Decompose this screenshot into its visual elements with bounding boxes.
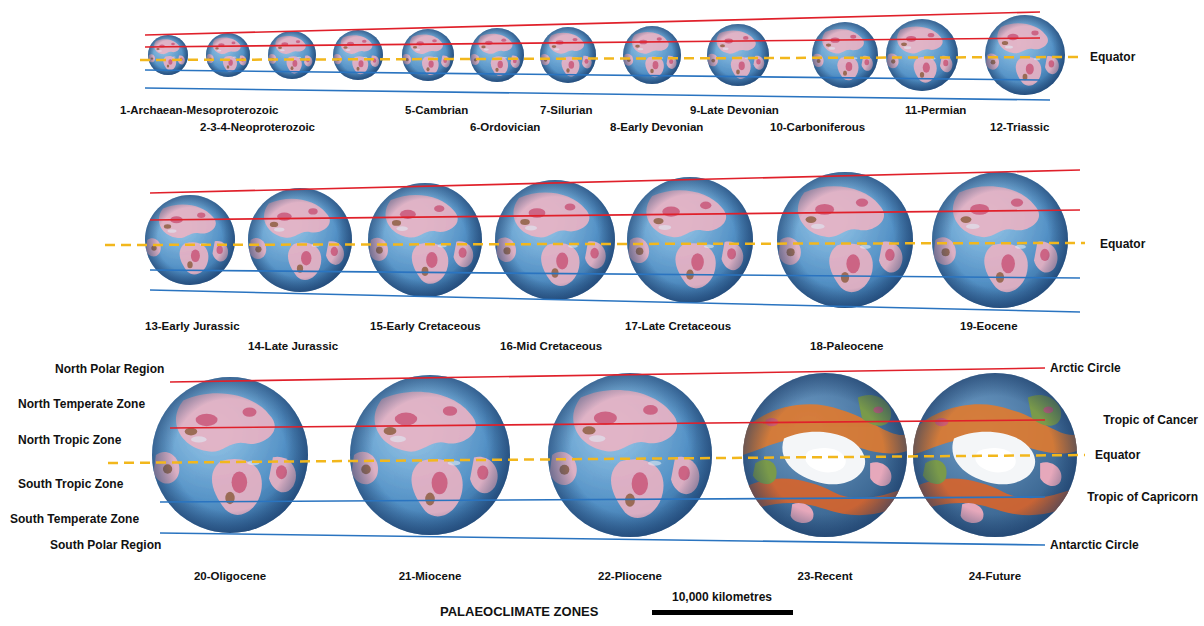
climate-lines: [105, 12, 1085, 545]
globe-row-1: [148, 15, 1065, 95]
zone-label: South Temperate Zone: [10, 512, 139, 526]
circle-label: Arctic Circle: [1050, 361, 1121, 375]
period-label: 13-Early Jurassic: [145, 320, 240, 334]
period-label: 10-Carboniferous: [770, 121, 865, 135]
period-label: 20-Oligocene: [194, 570, 266, 584]
circle-label: Equator: [1095, 448, 1140, 462]
period-label: 8-Early Devonian: [610, 121, 703, 135]
period-label: 14-Late Jurassic: [248, 340, 338, 354]
period-label: 24-Future: [969, 570, 1021, 584]
circle-label: Antarctic Circle: [1050, 538, 1139, 552]
zone-label: South Polar Region: [50, 538, 161, 552]
period-label: 12-Triassic: [990, 121, 1049, 135]
period-label: 15-Early Cretaceous: [370, 320, 481, 334]
period-label: 7-Silurian: [540, 104, 592, 118]
diagram-caption: PALAEOCLIMATE ZONES: [440, 604, 598, 620]
period-label: 17-Late Cretaceous: [625, 320, 731, 334]
circle-label: Equator: [1100, 237, 1145, 251]
globe-row-3: [152, 373, 1077, 537]
period-label: 11-Permian: [905, 104, 966, 118]
scale-bar: [652, 610, 793, 615]
circle-label: Tropic of Cancer: [1103, 413, 1198, 427]
circle-label: Tropic of Capricorn: [1087, 490, 1198, 504]
circle-label: Equator: [1090, 50, 1135, 64]
zone-label: South Tropic Zone: [18, 477, 123, 491]
period-label: 22-Pliocene: [598, 570, 662, 584]
period-label: 9-Late Devonian: [690, 104, 779, 118]
scale-label: 10,000 kilometres: [672, 590, 772, 604]
period-label: 1-Archaean-Mesoproterozoic: [120, 104, 278, 118]
period-label: 16-Mid Cretaceous: [500, 340, 602, 354]
period-label: 18-Paleocene: [810, 340, 884, 354]
zone-label: North Polar Region: [55, 362, 164, 376]
zone-label: North Temperate Zone: [18, 397, 145, 411]
period-label: 2-3-4-Neoproterozoic: [200, 121, 315, 135]
period-label: 19-Eocene: [960, 320, 1018, 334]
zone-label: North Tropic Zone: [18, 433, 121, 447]
globe-row-2: [145, 172, 1068, 308]
period-label: 5-Cambrian: [405, 104, 468, 118]
period-label: 6-Ordovician: [470, 121, 540, 135]
period-label: 21-Miocene: [399, 570, 462, 584]
period-label: 23-Recent: [798, 570, 853, 584]
